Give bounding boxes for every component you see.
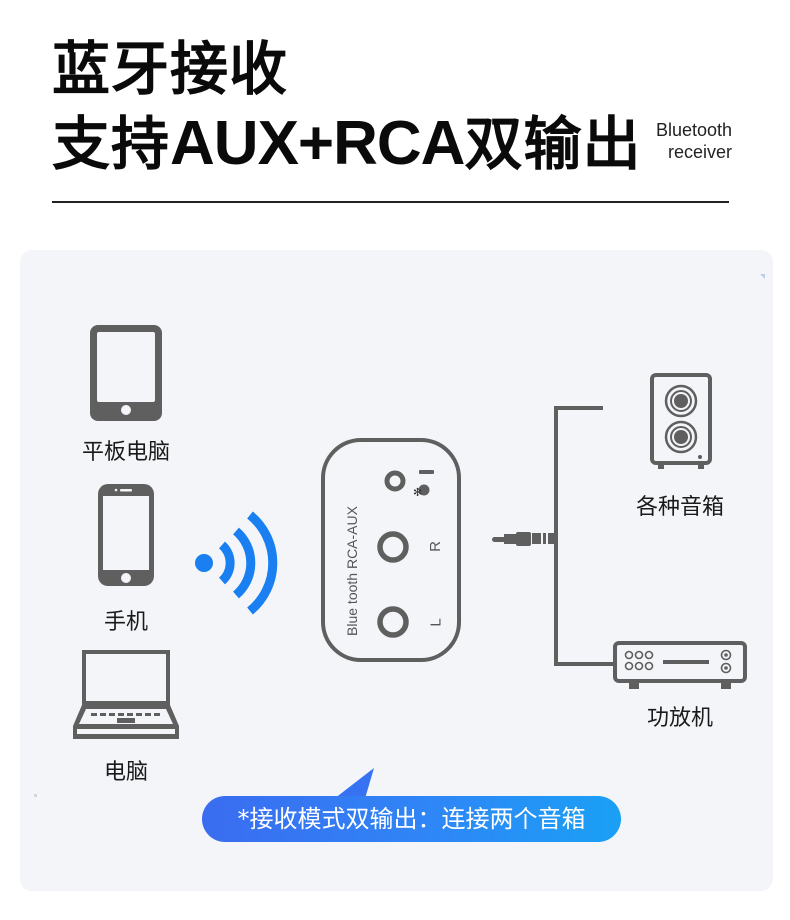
subtitle-line-1: Bluetooth	[655, 120, 732, 140]
bluetooth-receiver-device	[321, 438, 461, 662]
corner-mark	[760, 274, 765, 279]
output-label-speaker: 各种音箱	[635, 495, 724, 520]
title-prefix: 支持	[52, 110, 171, 178]
port-label-right: R	[426, 541, 444, 552]
audio-cable	[492, 406, 613, 666]
dual-output-callout: *接收模式双输出：连接两个音箱	[202, 796, 621, 842]
callout-tail	[330, 768, 374, 802]
receiver-model-text: Blue tooth RCA-AUX	[344, 506, 360, 636]
title-suffix: 双输出	[464, 110, 642, 178]
speaker-icon	[650, 373, 712, 469]
port-label-left: L	[427, 618, 445, 627]
subtitle-line-2: receiver	[667, 142, 732, 162]
subtitle: Bluetooth receiver	[656, 119, 732, 163]
source-label-laptop: 电脑	[103, 760, 148, 785]
laptop-icon	[73, 650, 179, 739]
bluetooth-symbol-icon: ✻	[413, 486, 423, 499]
source-label-tablet: 平板电脑	[81, 440, 170, 465]
source-label-phone: 手机	[103, 610, 148, 635]
corner-dot	[34, 794, 37, 797]
wireless-signal-icon	[195, 511, 278, 615]
output-label-amplifier: 功放机	[646, 706, 713, 731]
page-title-line-1: 蓝牙接收	[52, 35, 289, 103]
phone-icon	[98, 484, 154, 586]
amplifier-icon	[613, 641, 747, 689]
page-title-line-2: 支持AUX+RCA双输出	[52, 113, 641, 175]
header-divider	[52, 201, 729, 203]
title-latin: AUX+RCA	[170, 109, 465, 178]
tablet-icon	[90, 325, 162, 421]
